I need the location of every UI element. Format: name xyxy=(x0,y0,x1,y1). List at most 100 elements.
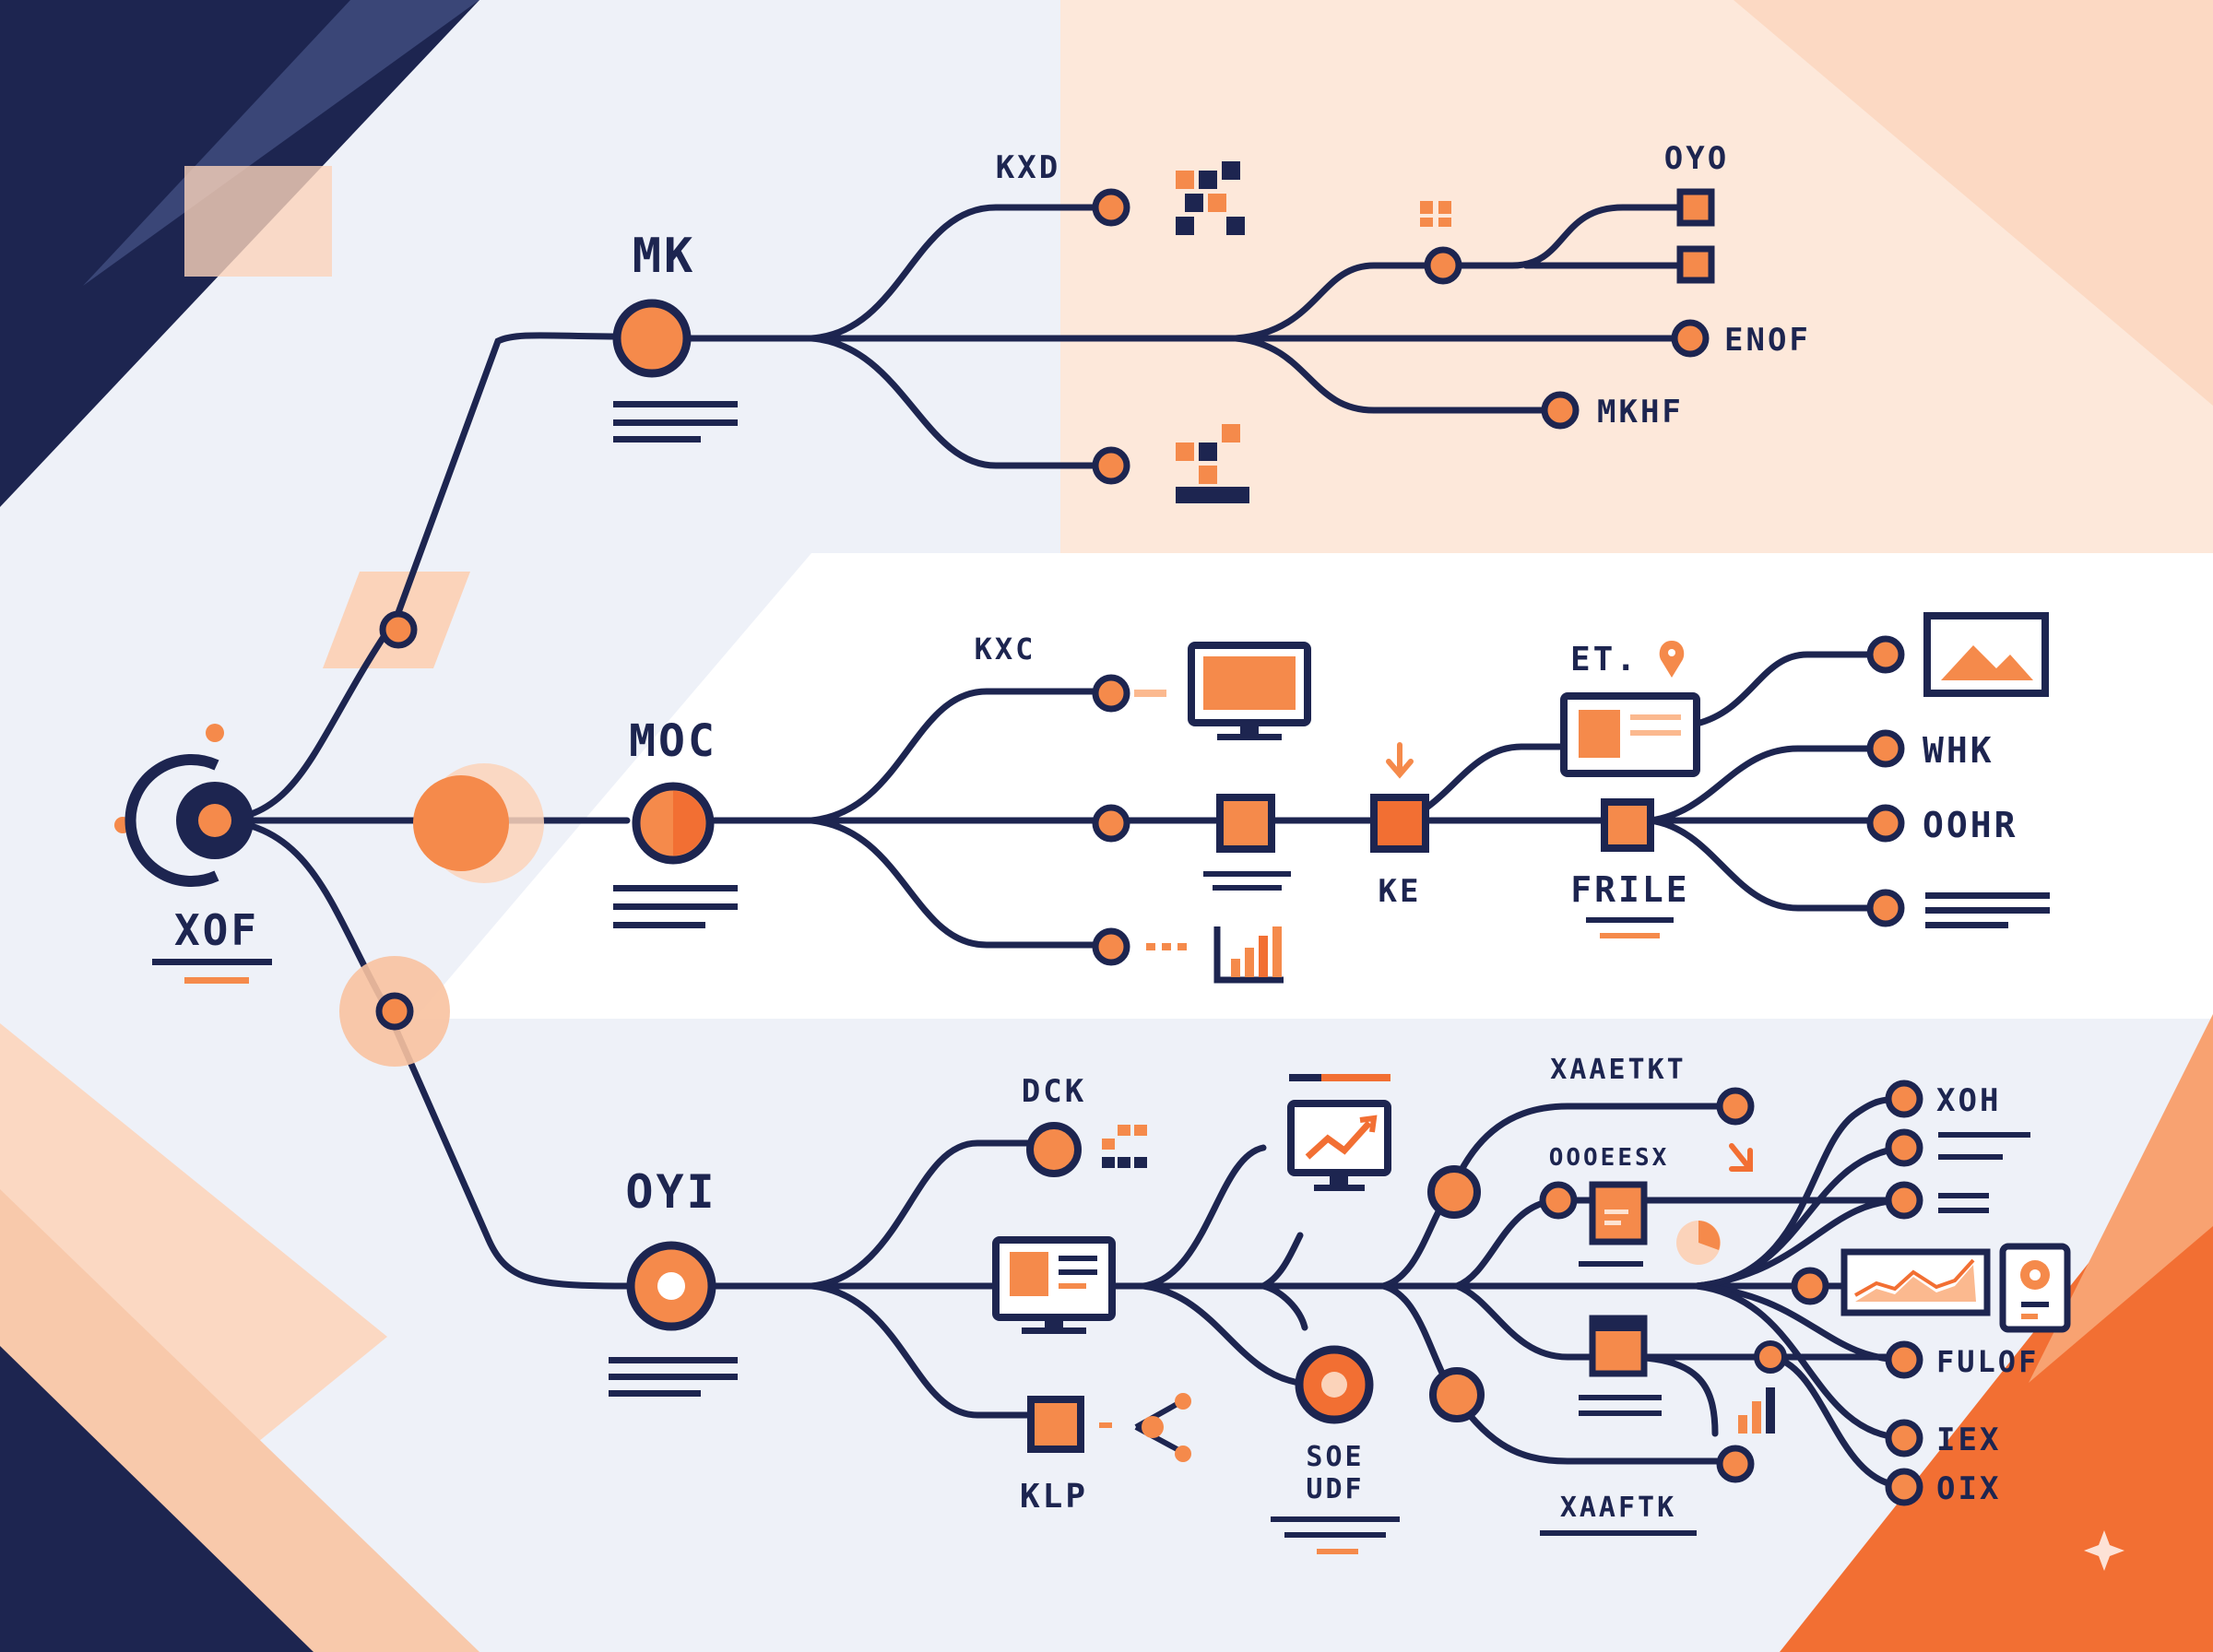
leaf-label: OYO xyxy=(1664,140,1729,177)
branch-top[interactable]: MK xyxy=(612,229,738,442)
bot-leaf-dashboard[interactable] xyxy=(1791,1243,2071,1333)
bot-leaf-xaa2[interactable]: XAAFTK xyxy=(1540,1445,1755,1536)
bot-doc-lower[interactable] xyxy=(1579,1315,1662,1416)
leaf-line xyxy=(1938,1193,1989,1198)
leaf-line-2 xyxy=(1938,1154,2003,1160)
qr-pixel-icon-2 xyxy=(1176,424,1249,503)
bot-leaf-oix[interactable]: OIX xyxy=(1885,1468,2001,1507)
mid-up xyxy=(808,688,1115,824)
mid-leaf-kxc[interactable]: KXC xyxy=(975,631,1166,713)
leaf-line-2 xyxy=(1938,1208,1989,1213)
mid-leaf-oohr[interactable]: OOHR xyxy=(1866,804,2018,845)
leaf-node xyxy=(1885,1181,1923,1220)
leaf-node-core xyxy=(1321,1372,1347,1398)
bot-leaf-xoh[interactable]: XOH xyxy=(1885,1080,2001,1119)
bot-leaf-lines-2[interactable] xyxy=(1885,1181,1989,1220)
mid-node-ke[interactable]: KE xyxy=(1370,742,1429,910)
branch-top-text-line xyxy=(613,401,738,407)
top-hub[interactable] xyxy=(1420,201,1462,285)
branch-top-node xyxy=(612,299,692,378)
computer-monitor-icon-2 xyxy=(992,1236,1116,1334)
leaf-label: DCK xyxy=(1022,1073,1086,1110)
doc-block-line xyxy=(1604,1210,1628,1214)
bot-leaf-lines-1[interactable] xyxy=(1885,1128,2030,1167)
mid-leaf-whk[interactable]: WHK xyxy=(1866,729,1994,771)
leaf-label: FULOF xyxy=(1936,1344,2039,1379)
mid-leaf-image[interactable] xyxy=(1866,612,2049,697)
doc-block-under xyxy=(1579,1395,1662,1400)
leaf-underline-accent xyxy=(1317,1549,1358,1554)
hub-node xyxy=(1424,246,1462,285)
square-node xyxy=(1027,1396,1084,1453)
top-leaf-kxd[interactable]: KXD xyxy=(996,149,1130,227)
mid-square-node[interactable] xyxy=(1203,794,1291,891)
bot-down-small xyxy=(1260,1282,1308,1331)
leaf-node xyxy=(1026,1122,1082,1177)
leaf-label: XAAFTK xyxy=(1560,1492,1676,1524)
mid-node-et[interactable]: ET. xyxy=(1560,641,1700,777)
branch-bot[interactable]: OYI xyxy=(609,1165,738,1397)
leaf-node xyxy=(1092,188,1130,227)
leaf-node xyxy=(1092,674,1130,713)
sparkle-icon xyxy=(2084,1530,2124,1571)
bot-node-sol[interactable]: SOE UDF xyxy=(1271,1345,1400,1554)
trend-monitor[interactable] xyxy=(1287,1074,1391,1191)
bg-navy-bottom-left xyxy=(0,1346,314,1652)
branch-mid[interactable]: MOC xyxy=(613,715,738,928)
bot-leaf-rulo[interactable]: FULOF xyxy=(1885,1340,2039,1379)
leaf-node xyxy=(1092,927,1130,966)
square-node xyxy=(1216,794,1275,853)
bot-hub-down[interactable] xyxy=(1429,1367,1485,1422)
root-node[interactable]: XOF xyxy=(114,724,272,984)
leaf-square xyxy=(1676,188,1715,227)
bot-right-fan-4 xyxy=(1693,1282,1908,1363)
device-bar-2 xyxy=(2021,1314,2038,1319)
bot-leaf-klp[interactable]: KLP xyxy=(1020,1393,1191,1516)
leaf-label: WHK xyxy=(1923,730,1994,771)
leaf-line-2 xyxy=(1925,907,2050,914)
leaf-underline xyxy=(1271,1516,1400,1522)
mid-node-file[interactable]: FRILE xyxy=(1570,798,1689,938)
leaf-label: IEX xyxy=(1936,1422,2001,1458)
leaf-line-3 xyxy=(1925,922,2008,928)
leaf-node xyxy=(1885,1419,1923,1457)
bot-leaf-xaa1[interactable]: XAAETKT xyxy=(1550,1054,1755,1126)
mid-leaf-lines[interactable] xyxy=(1866,889,2050,928)
pixel xyxy=(1134,1125,1147,1136)
bot-leaf-iex[interactable]: IEX xyxy=(1885,1419,2001,1458)
bot-up-monitor xyxy=(1140,1144,1267,1290)
mid-down xyxy=(808,817,1115,949)
top-leaf-enof[interactable]: ENOF xyxy=(1671,319,1811,359)
top-leaf-bottom[interactable] xyxy=(1092,446,1130,485)
bot-right-junction[interactable] xyxy=(1754,1340,1787,1374)
mid-leaf-down[interactable] xyxy=(1092,927,1187,966)
square-node-line xyxy=(1203,871,1291,877)
leaf-line xyxy=(1938,1132,2030,1138)
bot-hub-up[interactable] xyxy=(1427,1165,1481,1219)
bot-leaf-oooes[interactable]: OOOEESX xyxy=(1539,1143,1753,1267)
node-label: FRILE xyxy=(1570,869,1689,910)
branch-bot-text-line-2 xyxy=(609,1374,738,1380)
top-leaf-mkhf[interactable]: MKHF xyxy=(1541,391,1684,431)
trunk-to-top xyxy=(208,332,621,824)
trend-chart-icon xyxy=(1287,1100,1391,1191)
branch-top-text-line-3 xyxy=(613,436,701,442)
mid-waypoint[interactable] xyxy=(1092,804,1130,843)
bot-leaf-dck[interactable]: DCK xyxy=(1022,1073,1147,1177)
mid-et-up xyxy=(1693,651,1889,727)
square-node xyxy=(1601,798,1654,852)
mid-right-down xyxy=(1647,817,1889,912)
leaf-node xyxy=(1866,889,1905,927)
branch-bot-text-line xyxy=(609,1357,738,1363)
leaf-dash xyxy=(1134,690,1166,697)
top-leaf-oyo[interactable]: OYO xyxy=(1664,140,1729,284)
leaf-node xyxy=(1885,1080,1923,1118)
leaf-dot xyxy=(1146,943,1155,950)
down-arrow-icon-2 xyxy=(1729,1143,1753,1172)
bot-down-node xyxy=(1140,1282,1304,1386)
doc-block-under-2 xyxy=(1579,1410,1662,1416)
leaf-label: KXD xyxy=(996,149,1060,186)
leaf-node xyxy=(1541,391,1580,430)
doc-block-line-2 xyxy=(1604,1221,1621,1225)
root-arc xyxy=(124,754,219,887)
